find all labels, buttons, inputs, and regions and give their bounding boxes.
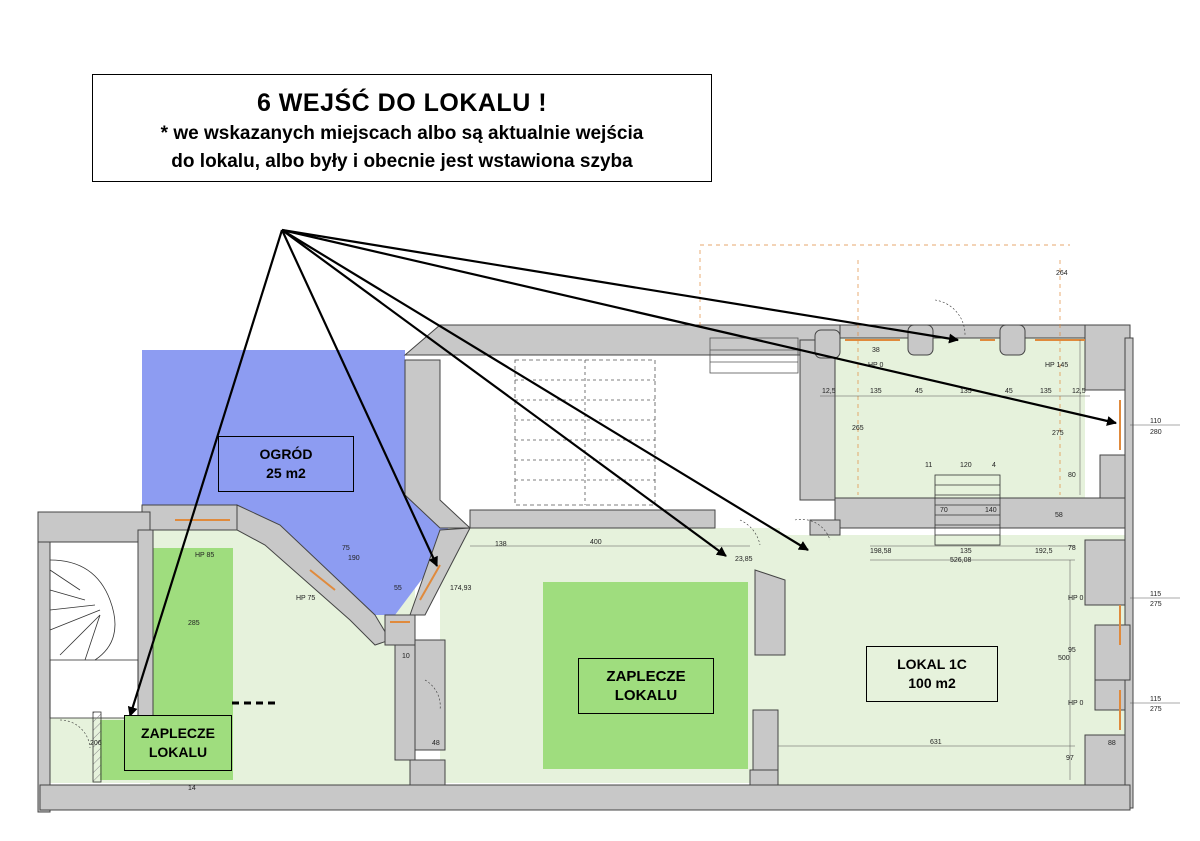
- dim-198: 198,58: [870, 548, 892, 555]
- dim-138: 138: [495, 541, 507, 548]
- front-room-floor: [835, 338, 1085, 498]
- dim-135-c: 135: [960, 388, 972, 395]
- dim-78: 78: [1068, 545, 1076, 552]
- backroom-left-line2: LOKALU: [148, 744, 208, 760]
- openings: [175, 339, 1121, 730]
- backroom-center-line1: ZAPLECZE: [606, 668, 686, 685]
- unit-area: 100 m2: [908, 675, 956, 691]
- dim-55: 55: [394, 585, 402, 592]
- backroom-left-label: ZAPLECZE LOKALU: [124, 715, 232, 771]
- dim-80: 80: [1068, 472, 1076, 479]
- dim-4: 4: [992, 462, 996, 469]
- dim-115-b: 115: [1150, 696, 1161, 703]
- dim-hp0-c: HP 0: [1068, 700, 1084, 707]
- arrow-1: [127, 229, 284, 717]
- dim-95: 95: [1068, 647, 1076, 654]
- header-box: 6 WEJŚĆ DO LOKALU ! * we wskazanych miej…: [92, 74, 712, 182]
- dim-115-a: 115: [1150, 591, 1161, 598]
- door-swings: [59, 299, 966, 749]
- dim-14: 14: [188, 785, 196, 792]
- unit-name: LOKAL 1C: [897, 656, 967, 672]
- dim-275-a: 275: [1150, 601, 1162, 608]
- dim-45: 45: [915, 388, 923, 395]
- dim-88: 88: [1108, 740, 1116, 747]
- dim-75: 75: [342, 545, 350, 552]
- dim-70: 70: [940, 507, 948, 514]
- header-title: 6 WEJŚĆ DO LOKALU !: [256, 89, 548, 117]
- dim-10: 10: [402, 653, 410, 660]
- arrow-6: [281, 228, 1117, 426]
- dim-265: 265: [852, 425, 864, 432]
- dim-140: 140: [985, 507, 997, 514]
- reference-lines: [699, 244, 1070, 495]
- dim-58: 58: [1055, 512, 1063, 519]
- dimension-lines: [470, 340, 1180, 780]
- dim-264: 264: [1056, 270, 1068, 277]
- garden-area: 25 m2: [266, 465, 306, 481]
- dim-631: 631: [930, 739, 942, 746]
- dim-48: 48: [432, 740, 440, 747]
- dim-206: 206: [90, 740, 102, 747]
- dim-190: 190: [348, 555, 360, 562]
- dim-38: 38: [872, 347, 880, 354]
- header-line-1: * we wskazanych miejscach albo są aktual…: [160, 123, 644, 144]
- staircase-left: [49, 559, 139, 783]
- dim-hp75: HP 75: [296, 595, 315, 602]
- arrow-4: [281, 229, 809, 551]
- dim-135: 135: [960, 548, 972, 555]
- dim-135-b: 135: [870, 388, 882, 395]
- dim-135-d: 135: [1040, 388, 1052, 395]
- staircase-center: [514, 337, 799, 506]
- backroom-center-line2: LOKALU: [614, 687, 678, 704]
- arrow-3: [281, 229, 727, 557]
- dim-192: 192,5: [1035, 548, 1053, 555]
- dim-526: 526,08: [950, 557, 972, 564]
- dim-285: 285: [188, 620, 200, 627]
- dim-110: 110: [1150, 418, 1161, 425]
- entrance-arrows: [127, 228, 1117, 717]
- dim-120: 120: [960, 462, 972, 469]
- backroom-center-label: ZAPLECZE LOKALU: [578, 658, 714, 714]
- dimension-labels: 400 198,58 135 192,5 526,08 631 500 12,5…: [90, 270, 1162, 792]
- dim-12-5: 12,5: [822, 388, 836, 395]
- dim-11: 11: [925, 462, 932, 469]
- header-line-2: do lokalu, albo były i obecnie jest wsta…: [171, 151, 633, 172]
- walls: [37, 324, 1134, 813]
- garden-label: OGRÓD 25 m2: [218, 436, 354, 492]
- dim-hp0: HP 0: [868, 362, 884, 369]
- dim-45-b: 45: [1005, 388, 1013, 395]
- dim-275-c: 275: [1052, 430, 1064, 437]
- arrow-2: [281, 229, 438, 567]
- dim-500: 500: [1058, 655, 1070, 662]
- dim-97: 97: [1066, 755, 1074, 762]
- dim-hp145: HP 145: [1045, 362, 1068, 369]
- arrow-5: [281, 228, 959, 344]
- staircase-front: [934, 474, 1001, 546]
- dim-280: 280: [1150, 429, 1162, 436]
- backroom-left-line1: ZAPLECZE: [141, 725, 215, 741]
- unit-label: LOKAL 1C 100 m2: [866, 646, 998, 702]
- dim-23-85: 23,85: [735, 556, 753, 563]
- dim-hp0-b: HP 0: [1068, 595, 1084, 602]
- dim-12-5-b: 12,5: [1072, 388, 1086, 395]
- dim-275-b: 275: [1150, 706, 1162, 713]
- dim-174-93: 174,93: [450, 585, 472, 592]
- dim-hp85: HP 85: [195, 552, 214, 559]
- dim-400: 400: [590, 539, 602, 546]
- garden-name: OGRÓD: [259, 446, 313, 462]
